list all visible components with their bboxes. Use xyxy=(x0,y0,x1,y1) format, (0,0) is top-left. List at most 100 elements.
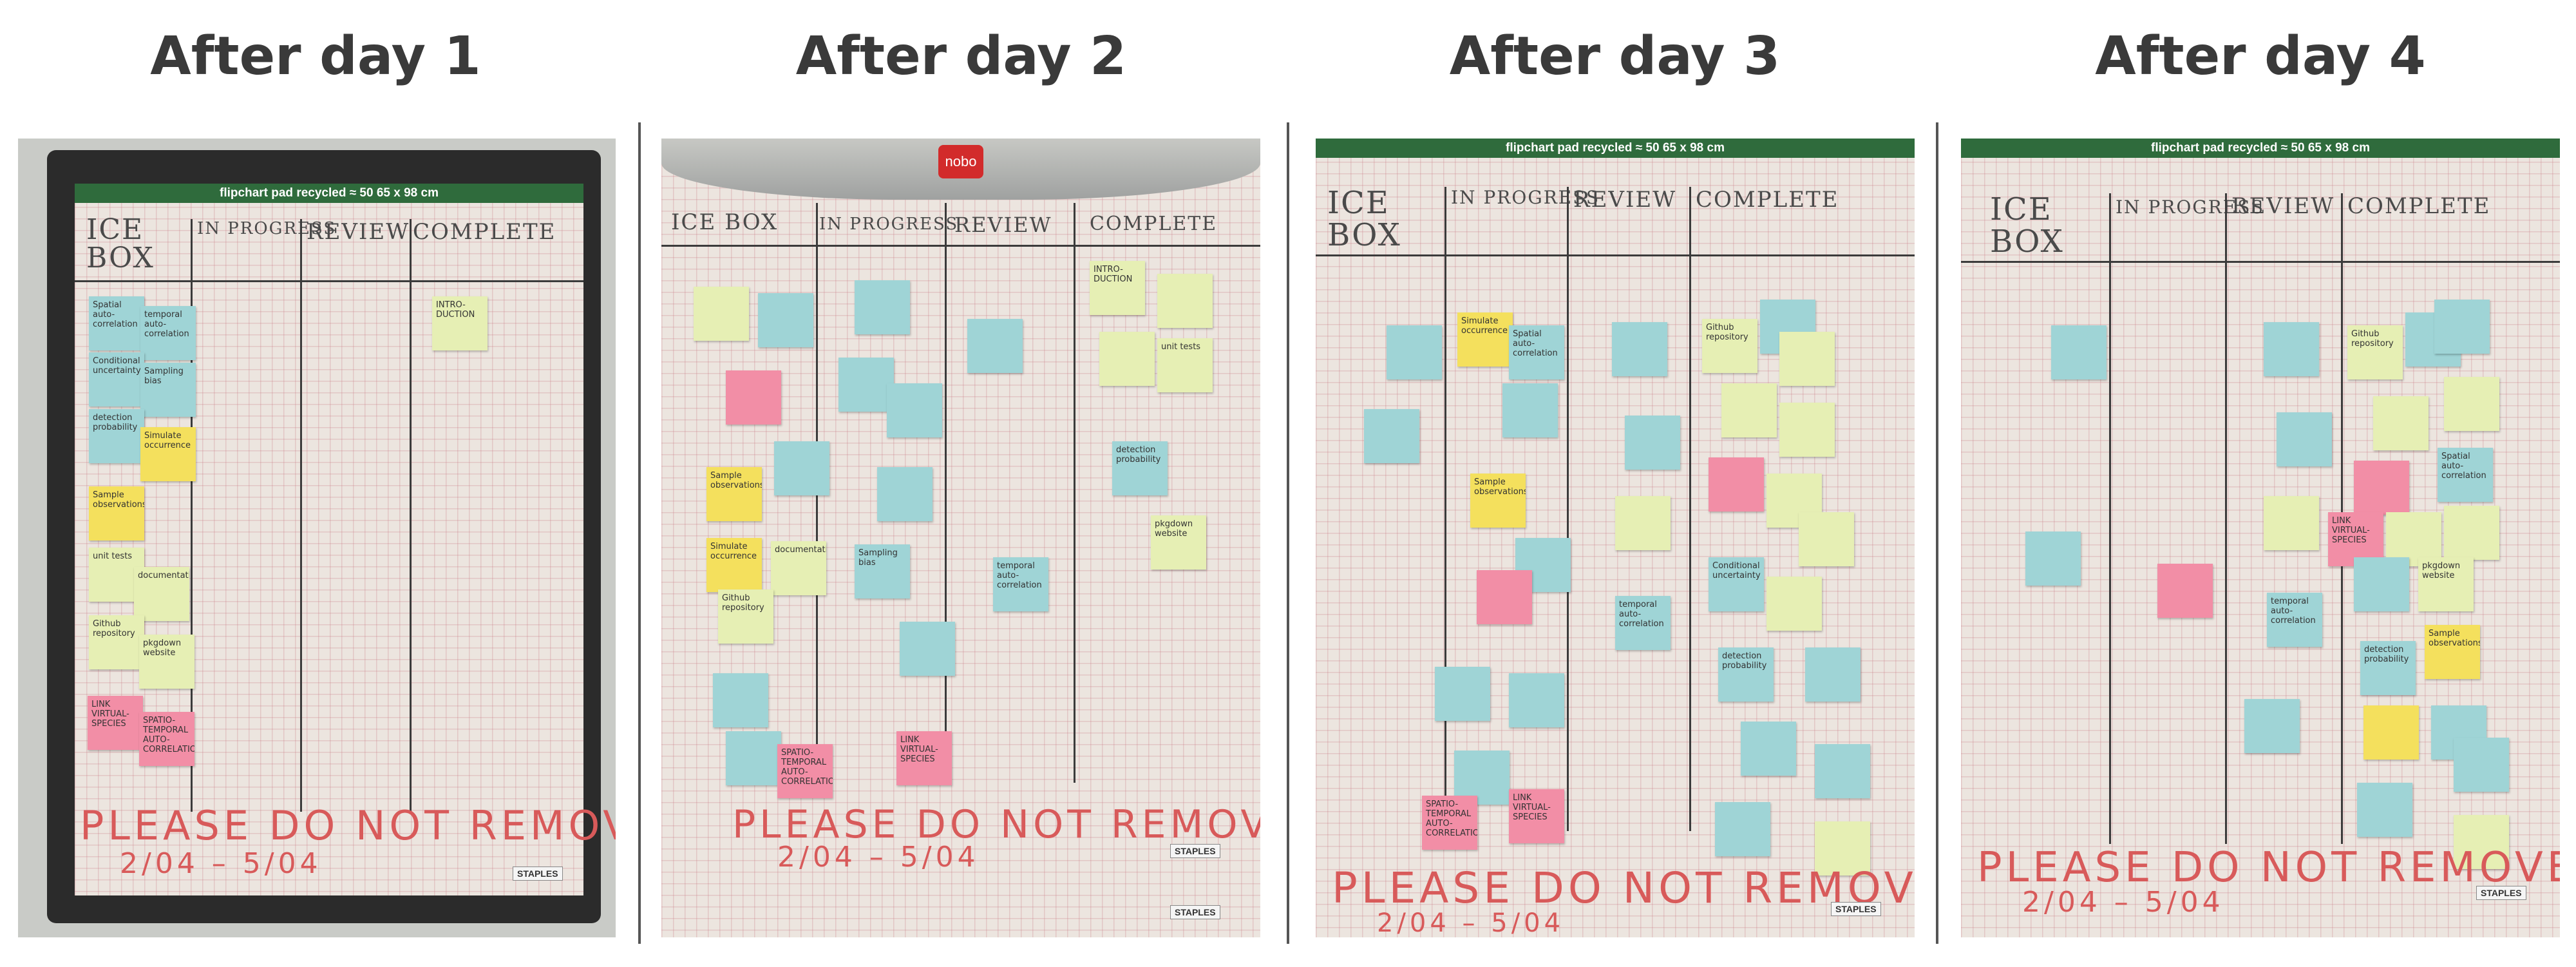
sticky-note xyxy=(1387,325,1442,379)
sticky-note xyxy=(1741,722,1796,776)
sticky-note: SPATIO-TEMPORAL AUTO-CORRELATION xyxy=(139,712,194,766)
pad-header: flipchart pad recycled ≈ 50 65 x 98 cm xyxy=(75,184,583,203)
sticky-note xyxy=(2244,699,2300,753)
sticky-note xyxy=(2444,377,2499,431)
pad-header: flipchart pad recycled ≈ 50 65 x 98 cm xyxy=(1316,139,1915,158)
column-divider xyxy=(2109,193,2111,844)
sticky-note xyxy=(855,280,910,334)
sticky-note xyxy=(1615,496,1671,550)
footer-text: PLEASE DO NOT REMOVE xyxy=(1332,863,1915,913)
sticky-note: Conditional uncertainty xyxy=(89,352,144,407)
sticky-note: Github repository xyxy=(2347,325,2403,379)
sticky-note: Sampling bias xyxy=(855,544,910,598)
header-line xyxy=(661,245,1260,247)
sticky-note: Github repository xyxy=(718,589,773,644)
panel-title-day2: After day 2 xyxy=(795,26,1127,87)
sticky-note: temporal auto-correlation xyxy=(993,557,1048,611)
column-complete: COMPLETE xyxy=(2347,193,2491,219)
sticky-note: Spatial auto-correlation xyxy=(89,296,144,350)
sticky-note xyxy=(838,358,894,412)
sticky-note: pkgdown website xyxy=(1151,515,1206,570)
sticky-note xyxy=(2354,461,2409,515)
sticky-note xyxy=(1766,577,1822,631)
column-review: REVIEW xyxy=(2231,193,2335,219)
flipchart-paper: flipchart pad recycled ≈ 50 65 x 98 cm I… xyxy=(1961,139,2560,937)
sticky-note xyxy=(2454,815,2509,869)
sticky-note xyxy=(1715,802,1770,856)
sticky-note xyxy=(774,441,829,495)
sticky-note xyxy=(2157,564,2213,618)
sticky-note: Spatial auto-correlation xyxy=(2438,448,2493,502)
nobo-logo: nobo xyxy=(938,145,983,178)
footer-dates: 2/04 – 5/04 xyxy=(2022,886,2224,919)
staples-tag: STAPLES xyxy=(1170,844,1220,858)
sticky-note: pkgdown website xyxy=(2418,557,2474,611)
sticky-note xyxy=(1157,274,1213,328)
photo-day3: flipchart pad recycled ≈ 50 65 x 98 cm I… xyxy=(1316,139,1915,937)
staples-tag: STAPLES xyxy=(1170,905,1220,919)
sticky-note xyxy=(2434,300,2490,354)
sticky-note: SPATIO-TEMPORAL AUTO-CORRELATION xyxy=(1422,796,1477,850)
column-review: REVIEW xyxy=(307,219,410,245)
panel-separator xyxy=(1936,122,1938,944)
column-icebox: ICE BOX xyxy=(1327,185,1401,253)
column-divider xyxy=(191,219,193,812)
column-complete: COMPLETE xyxy=(413,219,556,245)
photo-day1: flipchart pad recycled ≈ 50 65 x 98 cm I… xyxy=(18,139,616,937)
sticky-note xyxy=(2025,531,2081,586)
sticky-note: Simulate occurrence xyxy=(1457,312,1513,367)
column-divider xyxy=(1567,187,1569,831)
sticky-note xyxy=(2357,783,2412,837)
sticky-note xyxy=(877,467,933,521)
sticky-note: detection probability xyxy=(1112,441,1168,495)
sticky-note: Sample observations xyxy=(706,467,762,521)
column-divider xyxy=(945,203,947,783)
sticky-note: Spatial auto-correlation xyxy=(1509,325,1564,379)
sticky-note: pkgdown website xyxy=(139,635,194,689)
sticky-note: detection probability xyxy=(89,409,144,463)
panel-separator xyxy=(638,122,641,944)
sticky-note: INTRO-DUCTION xyxy=(1090,261,1145,315)
footer-dates: 2/04 – 5/04 xyxy=(777,841,980,874)
sticky-note xyxy=(2444,506,2499,560)
photo-day2: ICE BOX IN PROGRESS REVIEW COMPLETE Samp… xyxy=(661,139,1260,937)
sticky-note xyxy=(1805,647,1861,702)
header-line xyxy=(1961,261,2560,263)
sticky-note xyxy=(2264,496,2319,550)
column-divider xyxy=(1444,187,1446,831)
column-icebox: ICE BOX xyxy=(1990,191,2064,260)
column-divider xyxy=(2225,193,2227,844)
column-icebox: ICE BOX xyxy=(86,213,155,274)
sticky-note: Github repository xyxy=(89,615,144,669)
sticky-note xyxy=(1799,512,1854,566)
sticky-note xyxy=(1099,332,1155,386)
sticky-note: Sample observations xyxy=(1470,474,1526,528)
sticky-note: Sample observations xyxy=(2425,625,2480,679)
sticky-note xyxy=(900,622,955,676)
sticky-note: temporal auto-correlation xyxy=(2267,593,2322,647)
sticky-note xyxy=(713,673,768,727)
sticky-note xyxy=(2454,738,2509,792)
sticky-note: detection probability xyxy=(1718,647,1774,702)
sticky-note: Simulate occurrence xyxy=(706,538,762,592)
sticky-note xyxy=(1779,332,1835,386)
sticky-note: SPATIO-TEMPORAL AUTO-CORRELATION xyxy=(777,744,833,798)
sticky-note: LINK VIRTUAL-SPECIES xyxy=(88,696,143,750)
flipchart-paper: flipchart pad recycled ≈ 50 65 x 98 cm I… xyxy=(1316,139,1915,937)
sticky-note xyxy=(1815,821,1870,876)
column-divider xyxy=(1689,187,1691,831)
panel-title-day4: After day 4 xyxy=(2095,26,2426,87)
sticky-note xyxy=(726,731,781,785)
column-icebox: ICE BOX xyxy=(671,209,779,235)
sticky-note: INTRO-DUCTION xyxy=(432,296,488,350)
sticky-note xyxy=(887,383,942,437)
sticky-note xyxy=(1364,409,1419,463)
column-in-progress: IN PROGRESS xyxy=(197,219,337,238)
sticky-note xyxy=(726,370,781,425)
sticky-note xyxy=(1779,403,1835,457)
sticky-note: Sample observations xyxy=(89,486,144,541)
footer-text: PLEASE DO NOT REMOVE xyxy=(732,802,1260,847)
sticky-note xyxy=(1709,457,1764,512)
panel-separator xyxy=(1287,122,1289,944)
sticky-note: unit tests xyxy=(1157,338,1213,392)
